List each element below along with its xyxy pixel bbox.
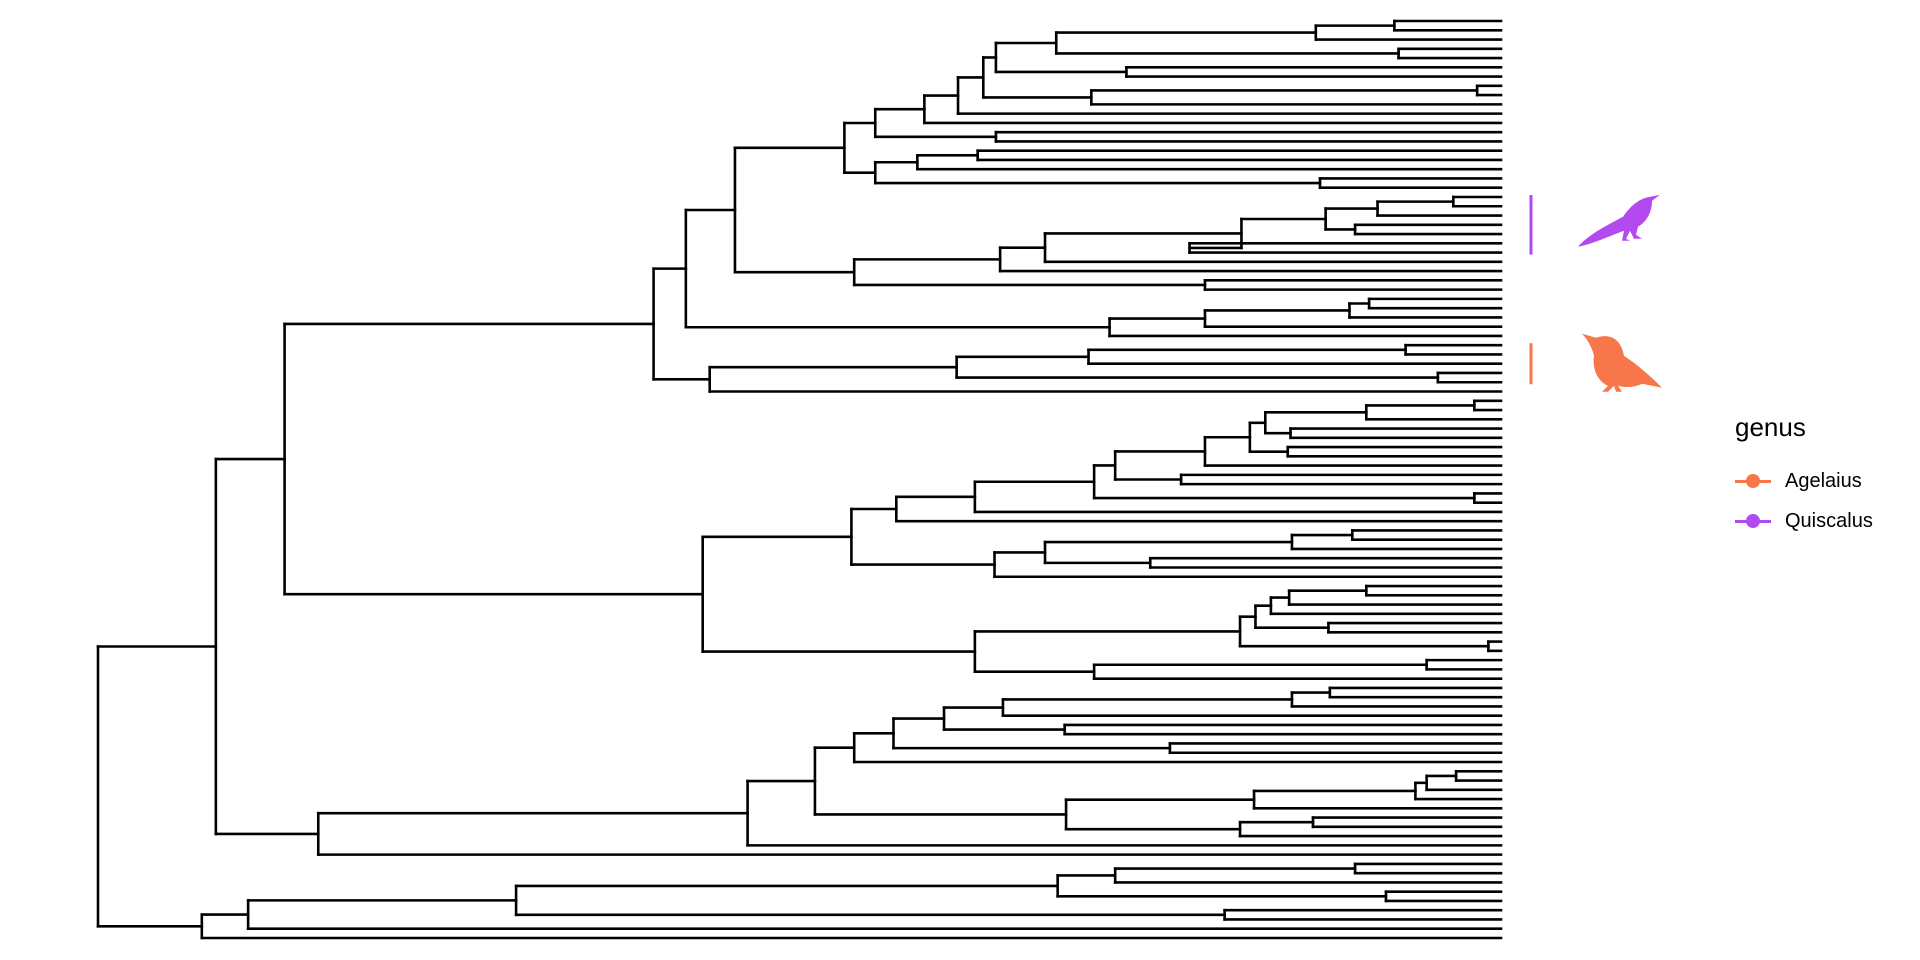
legend-item-quiscalus: Quiscalus [1735,501,1873,541]
legend: genus Agelaius Quiscalus [1735,412,1873,541]
legend-label: Agelaius [1785,469,1862,492]
grackle-silhouette-icon [1578,194,1660,247]
legend-title: genus [1735,412,1806,442]
legend-item-agelaius: Agelaius [1735,461,1873,501]
legend-label: Quiscalus [1785,509,1873,532]
legend-key-quiscalus [1735,511,1771,531]
legend-key-agelaius [1735,471,1771,491]
blackbird-silhouette-icon [1582,333,1662,392]
